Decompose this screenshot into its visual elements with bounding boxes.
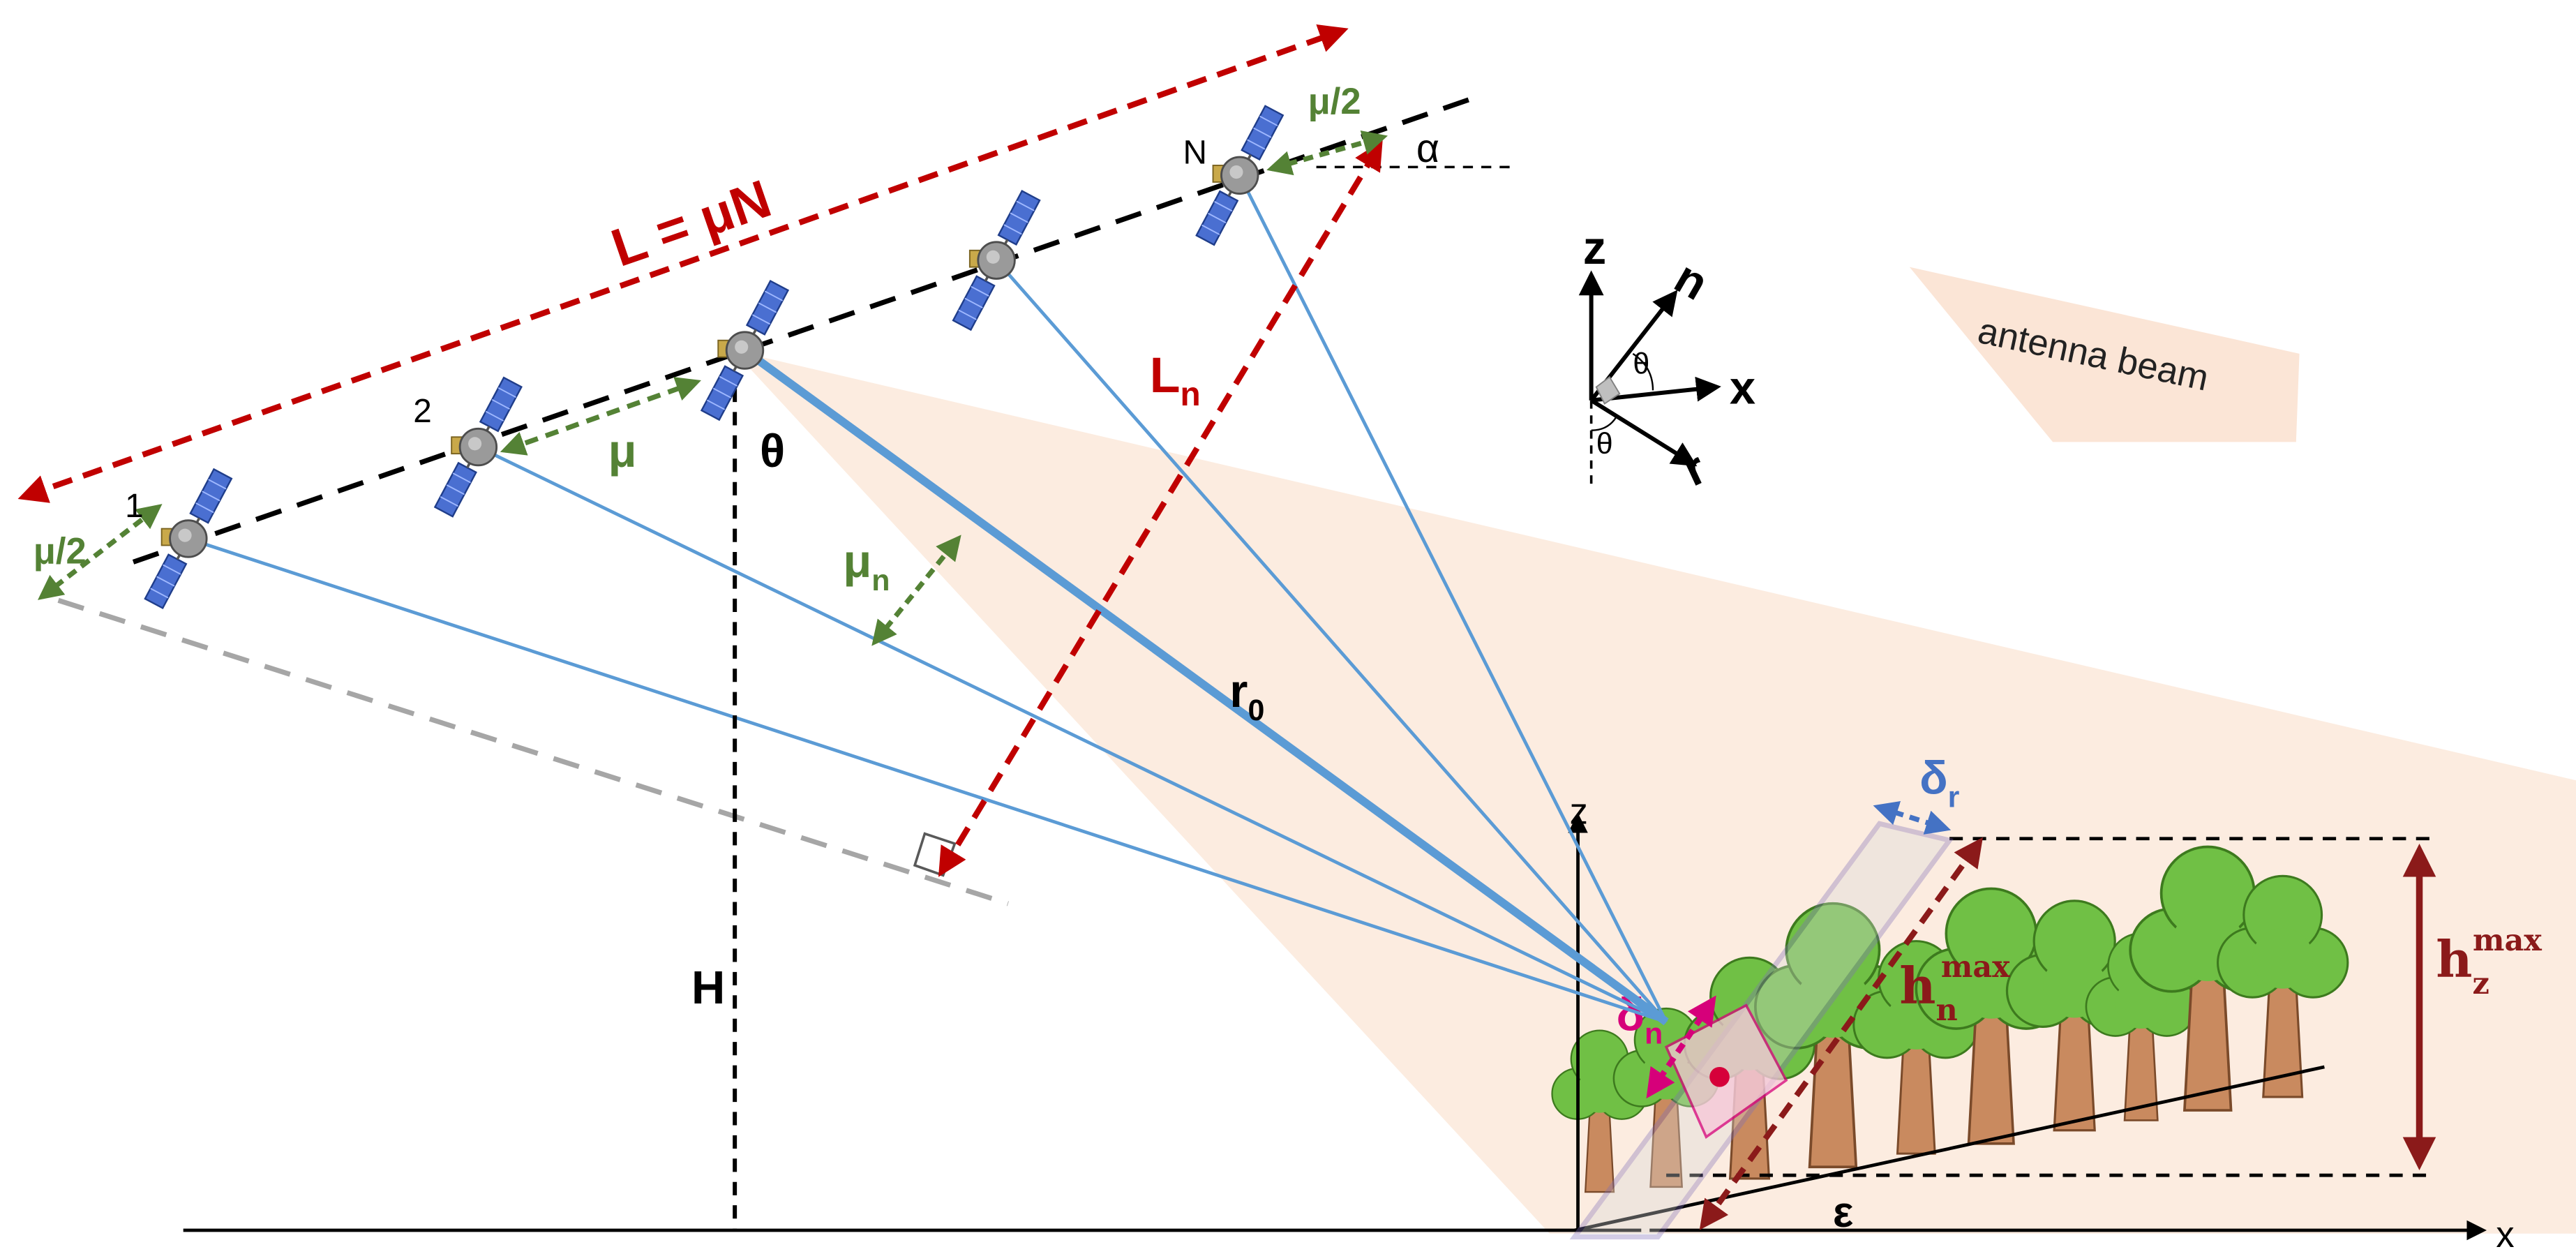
coordinate-frame: [1578, 270, 1721, 484]
satellite-2-label: 2: [413, 393, 432, 430]
hz-max-label: hzmax: [2436, 923, 2542, 1001]
height-label: H: [691, 962, 725, 1014]
delta-n-arrow: [1646, 995, 1716, 1099]
frame-r-label: r: [1675, 442, 1714, 497]
antenna-beam-legend-swatch: [1909, 267, 2300, 442]
frame-theta-upper: θ: [1633, 348, 1649, 381]
epsilon-label: ε: [1833, 1188, 1853, 1237]
delta-r-label: δr: [1919, 752, 1960, 814]
half-spacing-right-label: μ/2: [1308, 81, 1361, 122]
spacing-label: μ: [608, 425, 637, 477]
alpha-label: α: [1416, 126, 1439, 171]
spacing-arrow: [500, 377, 701, 456]
frame-x-label: x: [1730, 361, 1755, 414]
normal-spacing-arrow: [871, 535, 961, 646]
half-spacing-left-label: μ/2: [33, 531, 87, 572]
frame-z-label: z: [1583, 222, 1606, 274]
projected-baseline-line: [57, 597, 1009, 906]
look-angle-label: θ: [760, 425, 785, 477]
total-length-arrow: [17, 24, 1349, 503]
normal-length-label: Ln: [1150, 348, 1201, 413]
normal-spacing-label: μn: [843, 535, 890, 597]
frame-n-label: n: [1666, 251, 1717, 310]
delta-r-arrow: [1873, 801, 1952, 835]
satellite-n-label: N: [1183, 135, 1207, 172]
hn-max-label: hnmax: [1899, 950, 2010, 1028]
half-spacing-right-arrow: [1266, 130, 1388, 176]
normal-length-arrow: [938, 140, 1383, 877]
satellite-1-label: 1: [125, 488, 144, 525]
ground-x-label: x: [2496, 1214, 2514, 1254]
frame-theta-lower: θ: [1596, 427, 1613, 461]
scatterer-point: [1709, 1066, 1730, 1087]
half-spacing-left-arrow: [38, 504, 163, 600]
ground-z-label: z: [1570, 791, 1588, 832]
